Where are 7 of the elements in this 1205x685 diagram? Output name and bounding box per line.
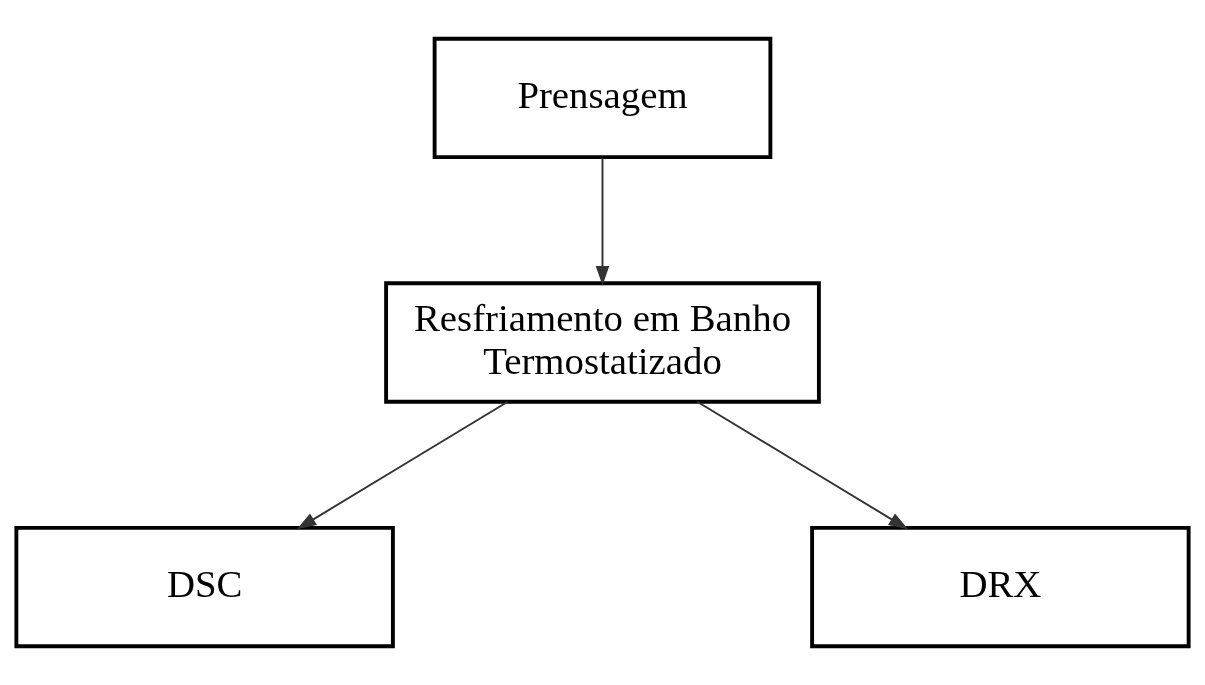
arrow <box>296 400 509 530</box>
arrow <box>595 156 610 286</box>
node-box: Prensagem <box>432 36 773 160</box>
node-box: DSC <box>14 525 395 649</box>
node-box: Resfriamento em Banho Termostatizado <box>384 281 821 404</box>
node-box: DRX <box>810 525 1191 649</box>
arrow <box>696 400 909 530</box>
